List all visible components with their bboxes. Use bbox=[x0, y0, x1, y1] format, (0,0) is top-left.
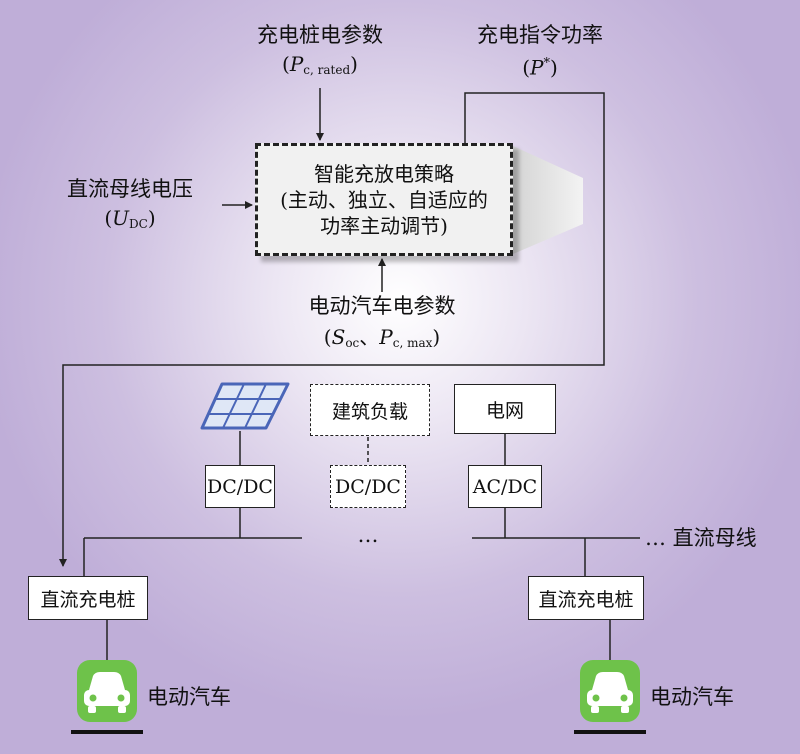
strategy-line-1: 智能充放电策略 bbox=[314, 161, 454, 186]
grid-box: 电网 bbox=[454, 384, 556, 434]
strategy-beam bbox=[513, 146, 583, 254]
charging-pile-left: 直流充电桩 bbox=[28, 576, 148, 620]
bus-voltage-formula: (UDC) bbox=[104, 206, 156, 231]
ev-params-formula: (Soc、Pc, max) bbox=[323, 325, 441, 350]
strategy-line-3: 功率主动调节) bbox=[320, 213, 448, 238]
power-cmd-formula: (P*) bbox=[522, 55, 558, 80]
bus-ellipsis: … bbox=[357, 523, 379, 547]
car-icon-left bbox=[71, 660, 143, 734]
solar-panel-icon bbox=[200, 382, 290, 430]
ev-left-label: 电动汽车 bbox=[147, 685, 231, 709]
car-icon-right bbox=[574, 660, 646, 734]
acdc-box: AC/DC bbox=[468, 465, 542, 508]
dcdc-load-box: DC/DC bbox=[330, 465, 406, 508]
dcdc-pv-box: DC/DC bbox=[205, 465, 275, 508]
bus-voltage-label: 直流母线电压 bbox=[67, 177, 193, 201]
ev-right-label: 电动汽车 bbox=[650, 685, 734, 709]
ev-params-label: 电动汽车电参数 bbox=[308, 294, 456, 318]
pile-params-formula: (Pc, rated) bbox=[282, 52, 358, 77]
building-load-box: 建筑负载 bbox=[310, 384, 430, 436]
pile-params-label: 充电桩电参数 bbox=[257, 23, 383, 47]
dc-bus-label: … 直流母线 bbox=[645, 526, 757, 550]
charging-pile-right: 直流充电桩 bbox=[528, 576, 644, 620]
strategy-box: 智能充放电策略 (主动、独立、自适应的 功率主动调节) bbox=[255, 143, 513, 256]
power-cmd-label: 充电指令功率 bbox=[477, 23, 603, 47]
strategy-line-2: (主动、独立、自适应的 bbox=[280, 187, 488, 212]
